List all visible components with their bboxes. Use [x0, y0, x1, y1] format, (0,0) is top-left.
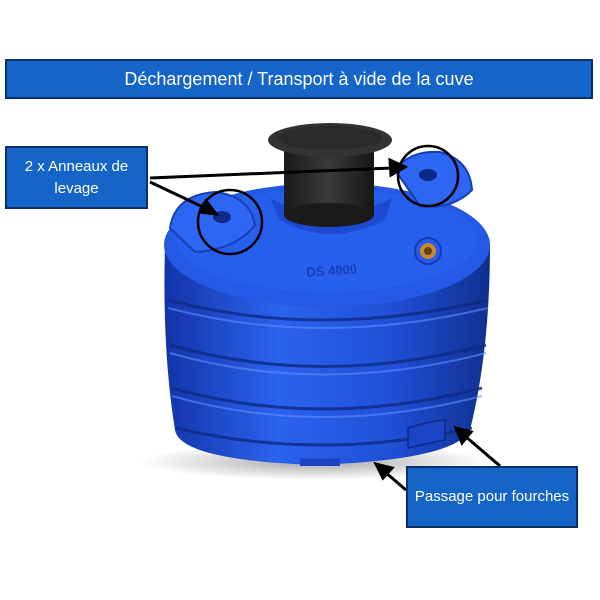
title-banner: Déchargement / Transport à vide de la cu… — [5, 59, 593, 99]
lifting-lug-left — [168, 190, 257, 254]
callout-lifting-rings-text: 2 x Anneaux de levage — [24, 157, 129, 197]
fork-pocket-center — [300, 458, 340, 466]
callout-fork-passage-text: Passage pour fourches — [414, 488, 570, 505]
tank-marking: DS 4000 — [306, 261, 358, 279]
title-text: Déchargement / Transport à vide de la cu… — [124, 68, 474, 89]
callout-lifting-rings: 2 x Anneaux de levage — [5, 146, 148, 209]
arrow-to-fork-passage — [373, 425, 501, 492]
fork-pocket-right — [407, 419, 446, 449]
highlight-ring-right — [396, 144, 460, 208]
highlight-ring-left — [196, 188, 264, 256]
callout-fork-passage: Passage pour fourches — [406, 466, 578, 528]
arrow-to-lifting-rings — [149, 157, 409, 216]
